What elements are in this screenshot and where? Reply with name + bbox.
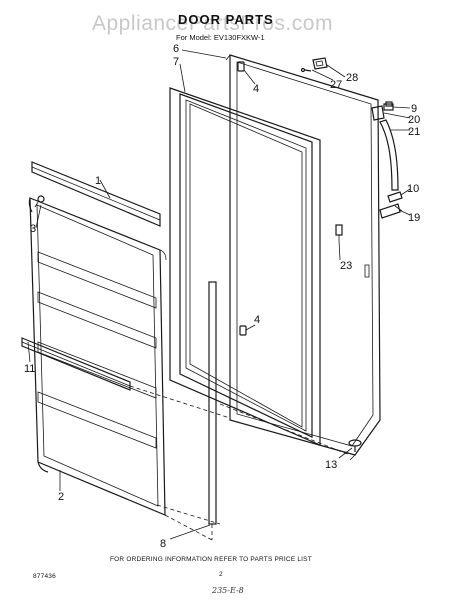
handle-part-21 bbox=[379, 119, 399, 191]
hinge-part-10 bbox=[387, 191, 403, 203]
alignment-line bbox=[156, 504, 221, 525]
door-stop-part-4-lower bbox=[239, 325, 247, 336]
breaker-strip-part-8 bbox=[208, 281, 217, 540]
callout-4-lower: 4 bbox=[254, 314, 260, 326]
document-code: 877436 bbox=[33, 573, 56, 580]
callout-2: 2 bbox=[58, 491, 64, 503]
model-label: For Model: EV130FXKW-1 bbox=[176, 33, 265, 42]
callout-8: 8 bbox=[160, 538, 166, 550]
page-number: 2 bbox=[219, 571, 223, 578]
handwritten-note: 235-E-8 bbox=[211, 586, 244, 595]
inner-liner-part-2 bbox=[28, 197, 167, 516]
alignment-line bbox=[164, 514, 213, 541]
callout-11: 11 bbox=[24, 363, 35, 375]
screw-part-13 bbox=[348, 439, 362, 452]
diagram-title: DOOR PARTS bbox=[178, 12, 274, 27]
leader-lines bbox=[27, 49, 411, 540]
top-trim-part-1 bbox=[31, 161, 161, 227]
callout-6: 6 bbox=[173, 43, 179, 55]
callout-27: 27 bbox=[330, 79, 342, 91]
clip-part-23 bbox=[335, 224, 343, 240]
callout-7: 7 bbox=[173, 56, 179, 68]
door-stop-part-4-upper bbox=[237, 61, 245, 72]
callout-9: 9 bbox=[411, 103, 417, 115]
screw-part-27 bbox=[300, 67, 312, 73]
watermark: AppliancePartsPros.com bbox=[92, 12, 333, 35]
callout-28: 28 bbox=[346, 72, 358, 84]
callout-23: 23 bbox=[340, 260, 352, 272]
clip-part-3 bbox=[34, 195, 45, 208]
alignment-line bbox=[129, 385, 231, 419]
door-panel-part-6 bbox=[225, 54, 403, 461]
callout-20: 20 bbox=[408, 114, 420, 126]
callout-10: 10 bbox=[407, 183, 419, 195]
gasket-part-7 bbox=[169, 87, 321, 446]
alignment-line bbox=[219, 403, 351, 456]
shelf-bar-part-11 bbox=[21, 337, 131, 391]
callout-13: 13 bbox=[325, 459, 337, 471]
callout-1: 1 bbox=[95, 175, 101, 187]
callout-3: 3 bbox=[30, 223, 36, 235]
callout-4-upper: 4 bbox=[253, 83, 259, 95]
hinge-part-9 bbox=[385, 101, 393, 107]
clip-part-28 bbox=[312, 57, 328, 70]
ordering-note: FOR ORDERING INFORMATION REFER TO PARTS … bbox=[110, 556, 312, 563]
callout-19: 19 bbox=[408, 212, 420, 224]
callout-21: 21 bbox=[408, 126, 420, 138]
